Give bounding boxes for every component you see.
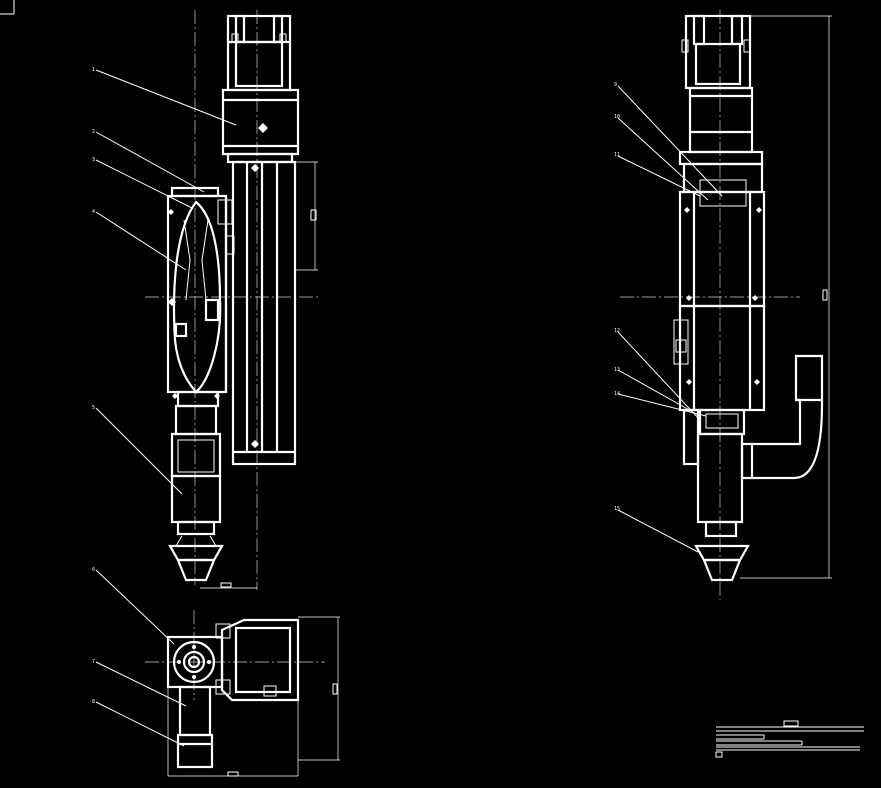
front-leaders (95, 69, 237, 495)
balloon-label: 13 (614, 367, 620, 373)
top-leaders (95, 569, 187, 747)
linear-rail (231, 160, 297, 466)
balloon-label: 15 (614, 506, 620, 512)
balloon-label: 2 (92, 129, 95, 135)
balloon-label: 11 (614, 152, 620, 158)
front-view: 1 2 3 4 5 (92, 10, 320, 590)
nozzle-assembly (168, 404, 224, 582)
motor-housing (221, 14, 300, 164)
balloon-label: 14 (614, 391, 620, 397)
balloon-label: 10 (614, 114, 620, 120)
sheet-border (0, 0, 15, 15)
balloon-label: 4 (92, 209, 95, 215)
side-view: 9 10 11 12 13 14 15 (614, 10, 832, 600)
balloon-label: 1 (92, 67, 95, 73)
balloon-label: 3 (92, 157, 95, 163)
balloon-label: 7 (92, 659, 95, 665)
title-block (715, 720, 864, 758)
balloon-label: 8 (92, 699, 95, 705)
top-view: 6 7 8 (92, 567, 340, 777)
balloon-label: 5 (92, 405, 95, 411)
balloon-label: 9 (614, 82, 617, 88)
front-dimensions (200, 161, 318, 589)
balloon-label: 12 (614, 328, 620, 334)
cutting-head-body (166, 186, 235, 408)
balloon-label: 6 (92, 567, 95, 573)
side-leaders (617, 85, 723, 553)
